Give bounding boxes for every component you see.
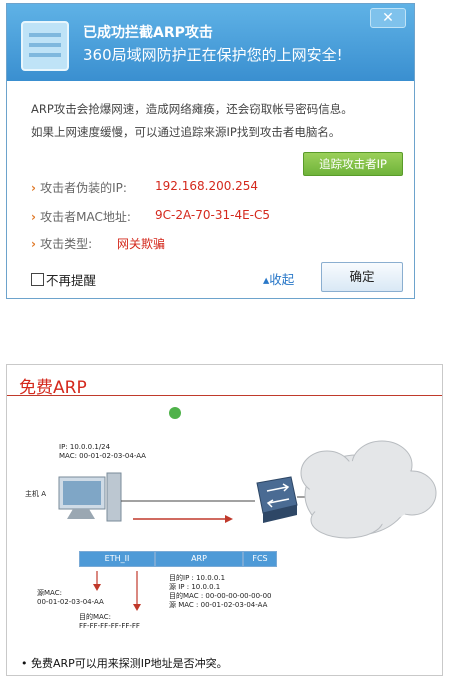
attacker-mac-row: 攻击者MAC地址: 9C-2A-70-31-4E-C5 [31,208,270,225]
attack-type-row: 攻击类型: 网关欺骗 [31,235,165,252]
confirm-button[interactable]: 确定 [321,262,403,292]
alert-description: ARP攻击会抢爆网速，造成网络瘫痪，还会窃取帐号密码信息。 如果上网速度缓慢，可… [31,98,401,144]
desc-line-1: ARP攻击会抢爆网速，造成网络瘫痪，还会窃取帐号密码信息。 [31,102,353,116]
arp-dst-mac: 目的MAC : 00-00-00-00-00-00 [169,592,272,600]
network-diagram [58,440,437,611]
collapse-link[interactable]: ▴收起 [263,269,294,288]
no-remind-checkbox[interactable]: 不再提醒 [31,270,96,289]
arp-dst-ip: 目的IP : 10.0.0.1 [169,574,226,582]
desc-line-2: 如果上网速度缓慢，可以通过追踪来源IP找到攻击者电脑名。 [31,125,341,139]
arp-src-ip: 源 IP : 10.0.0.1 [169,583,221,591]
frame-eth-segment: ETH_II [79,551,155,567]
alert-header: 已成功拦截ARP攻击 360局域网防护正在保护您的上网安全! ✕ [7,4,414,81]
no-remind-label: 不再提醒 [46,273,97,288]
alert-title: 已成功拦截ARP攻击 [83,25,213,41]
gratuitous-arp-slide: 免费ARP [6,364,443,676]
collapse-label: 收起 [269,272,295,287]
attacker-ip-label: 攻击者伪装的IP: [31,181,127,195]
network-cloud-icon [300,440,437,539]
arp-alert-window: 已成功拦截ARP攻击 360局域网防护正在保护您的上网安全! ✕ ARP攻击会抢… [6,3,415,299]
attacker-mac-label: 攻击者MAC地址: [31,210,131,224]
checkbox-icon[interactable] [31,273,44,286]
slide-title: 免费ARP [19,378,87,398]
dst-mac-value: FF-FF-FF-FF-FF-FF [79,622,140,630]
switch-icon [256,476,298,523]
attacker-mac-value: 9C-2A-70-31-4E-C5 [155,208,271,222]
dst-mac-label: 目的MAC: [79,613,111,621]
src-mac-value: 00-01-02-03-04-AA [37,598,104,606]
alert-subtitle: 360局域网防护正在保护您的上网安全! [83,46,343,64]
frame-arp-segment: ARP [155,551,243,567]
frame-fcs-segment: FCS [243,551,277,567]
chevron-up-icon: ▴ [263,272,270,287]
attacker-ip-value: 192.168.200.254 [155,179,259,193]
slide-bullet: 免费ARP可以用来探测IP地址是否冲突。 [21,655,228,671]
host-ip: IP: 10.0.0.1/24 [59,443,111,451]
title-divider [7,395,442,396]
computer-icon [58,472,122,522]
arp-src-mac: 源 MAC : 00-01-02-03-04-AA [169,601,268,609]
attacker-ip-row: 攻击者伪装的IP: 192.168.200.254 [31,179,258,196]
firewall-icon [21,21,69,71]
attack-type-value: 网关欺骗 [117,237,166,251]
host-label: 主机 A [25,490,47,498]
pointer-dot-icon [169,407,181,419]
close-icon[interactable]: ✕ [370,8,406,28]
trace-attacker-button[interactable]: 追踪攻击者IP [303,152,403,176]
host-mac: MAC: 00-01-02-03-04-AA [59,452,146,460]
src-mac-label: 源MAC: [37,589,62,597]
attack-type-label: 攻击类型: [31,237,92,251]
